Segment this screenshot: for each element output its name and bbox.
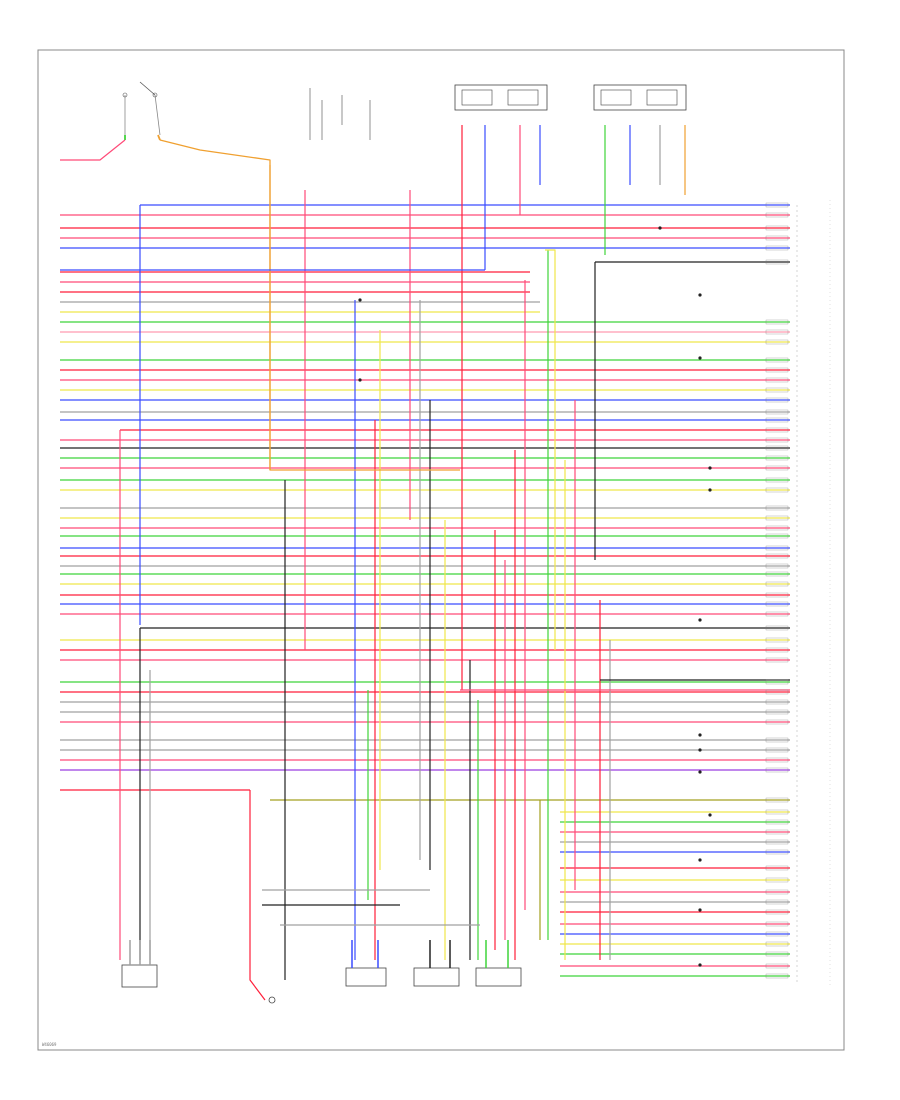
splice-dot-199: [698, 770, 702, 774]
ecm-pin-marker-171: [765, 747, 789, 753]
ecm-pin-marker-166: [765, 689, 789, 695]
ecm-pin-marker-141: [765, 417, 789, 423]
ecm-pin-marker-126: [765, 202, 789, 208]
ecm-pin-marker-158: [765, 592, 789, 598]
ecm-pin-marker-177: [765, 829, 789, 835]
ecm-pin-marker-152: [765, 533, 789, 539]
ecm-pin-marker-169: [765, 719, 789, 725]
ecm-pin-marker-136: [765, 367, 789, 373]
ecm-pin-marker-155: [765, 563, 789, 569]
ecm-pin-marker-179: [765, 849, 789, 855]
ecm-pin-marker-172: [765, 757, 789, 763]
splice-dot-191: [658, 226, 662, 230]
ecm-pin-marker-157: [765, 581, 789, 587]
bottom-connector-2: [268, 996, 276, 1004]
bottom-connector-3: [345, 967, 387, 987]
ecm-pin-marker-151: [765, 525, 789, 531]
ecm-pin-marker-134: [765, 339, 789, 345]
ecm-pin-marker-185: [765, 921, 789, 927]
wire-orange-107: [159, 139, 460, 471]
ecm-pin-marker-147: [765, 477, 789, 483]
ecm-pin-marker-170: [765, 737, 789, 743]
ecm-pin-marker-146: [765, 465, 789, 471]
ecm-pin-marker-133: [765, 329, 789, 335]
ecm-pin-marker-132: [765, 319, 789, 325]
ecm-pin-marker-142: [765, 427, 789, 433]
ecm-pin-marker-149: [765, 505, 789, 511]
ecm-pin-marker-162: [765, 637, 789, 643]
ecm-pin-marker-167: [765, 699, 789, 705]
ecm-pin-marker-159: [765, 601, 789, 607]
ecm-pin-marker-128: [765, 225, 789, 231]
splice-dot-193: [698, 356, 702, 360]
splice-dot-196: [698, 618, 702, 622]
figure-id: W46069: [42, 1042, 57, 1047]
wire-pink-108: [60, 139, 126, 161]
wire-harness: [60, 125, 790, 1001]
ecm-pin-marker-138: [765, 387, 789, 393]
ecm-pin-marker-145: [765, 455, 789, 461]
ecm-pin-marker-144: [765, 445, 789, 451]
ecm-pin-marker-178: [765, 839, 789, 845]
ecm-pin-marker-164: [765, 657, 789, 663]
ecm-pin-marker-181: [765, 877, 789, 883]
splice-dot-205: [358, 378, 362, 382]
splice-dot-198: [698, 748, 702, 752]
ecm-pin-marker-131: [765, 259, 789, 265]
splice-dot-204: [358, 298, 362, 302]
ecm-pin-marker-139: [765, 397, 789, 403]
fuse-relay-component: [309, 88, 371, 140]
ecm-pin-marker-174: [765, 797, 789, 803]
ecm-pin-marker-188: [765, 951, 789, 957]
pin-markers: [358, 202, 789, 979]
ecm-pin-marker-153: [765, 545, 789, 551]
ecm-pin-marker-135: [765, 357, 789, 363]
diagram-frame: [37, 49, 845, 1051]
bottom-connector-5: [475, 967, 522, 987]
splice-dot-201: [698, 858, 702, 862]
ecm-pin-marker-130: [765, 245, 789, 251]
ignition-switch-component: [122, 81, 161, 141]
bottom-connector-4: [413, 967, 460, 987]
ecm-pin-marker-127: [765, 212, 789, 218]
ecm-pin-marker-189: [765, 963, 789, 969]
splice-dot-192: [698, 293, 702, 297]
splice-dot-194: [708, 466, 712, 470]
ecm-pin-marker-163: [765, 647, 789, 653]
ecm-pin-marker-190: [765, 973, 789, 979]
ecm-pin-marker-140: [765, 409, 789, 415]
ecm-pin-marker-143: [765, 437, 789, 443]
ecm-pin-marker-160: [765, 611, 789, 617]
ecm-pin-marker-168: [765, 709, 789, 715]
splice-dot-197: [698, 733, 702, 737]
ecm-pin-marker-180: [765, 865, 789, 871]
ecm-pin-marker-150: [765, 515, 789, 521]
connector-box-a: [454, 84, 548, 111]
ecm-pin-marker-129: [765, 235, 789, 241]
ecm-pin-marker-175: [765, 809, 789, 815]
ecm-pin-marker-186: [765, 931, 789, 937]
ecm-pin-marker-183: [765, 899, 789, 905]
ecm-pin-marker-182: [765, 889, 789, 895]
wire-yellow-114: [545, 249, 556, 650]
connector-box-b: [593, 84, 687, 111]
ecm-pin-marker-156: [765, 571, 789, 577]
ecm-pin-marker-148: [765, 487, 789, 493]
ecm-pin-marker-173: [765, 767, 789, 773]
splice-dot-202: [698, 908, 702, 912]
splice-dot-203: [698, 963, 702, 967]
wire-red-110: [249, 790, 266, 1001]
splice-dot-200: [708, 813, 712, 817]
bottom-connector-1: [121, 964, 158, 988]
ecm-pin-marker-184: [765, 909, 789, 915]
ecm-pin-marker-161: [765, 625, 789, 631]
ecm-pin-marker-165: [765, 679, 789, 685]
ecm-pin-marker-137: [765, 377, 789, 383]
ecm-pin-marker-187: [765, 941, 789, 947]
splice-dot-195: [708, 488, 712, 492]
ecm-pin-marker-176: [765, 819, 789, 825]
ecm-pin-marker-154: [765, 553, 789, 559]
